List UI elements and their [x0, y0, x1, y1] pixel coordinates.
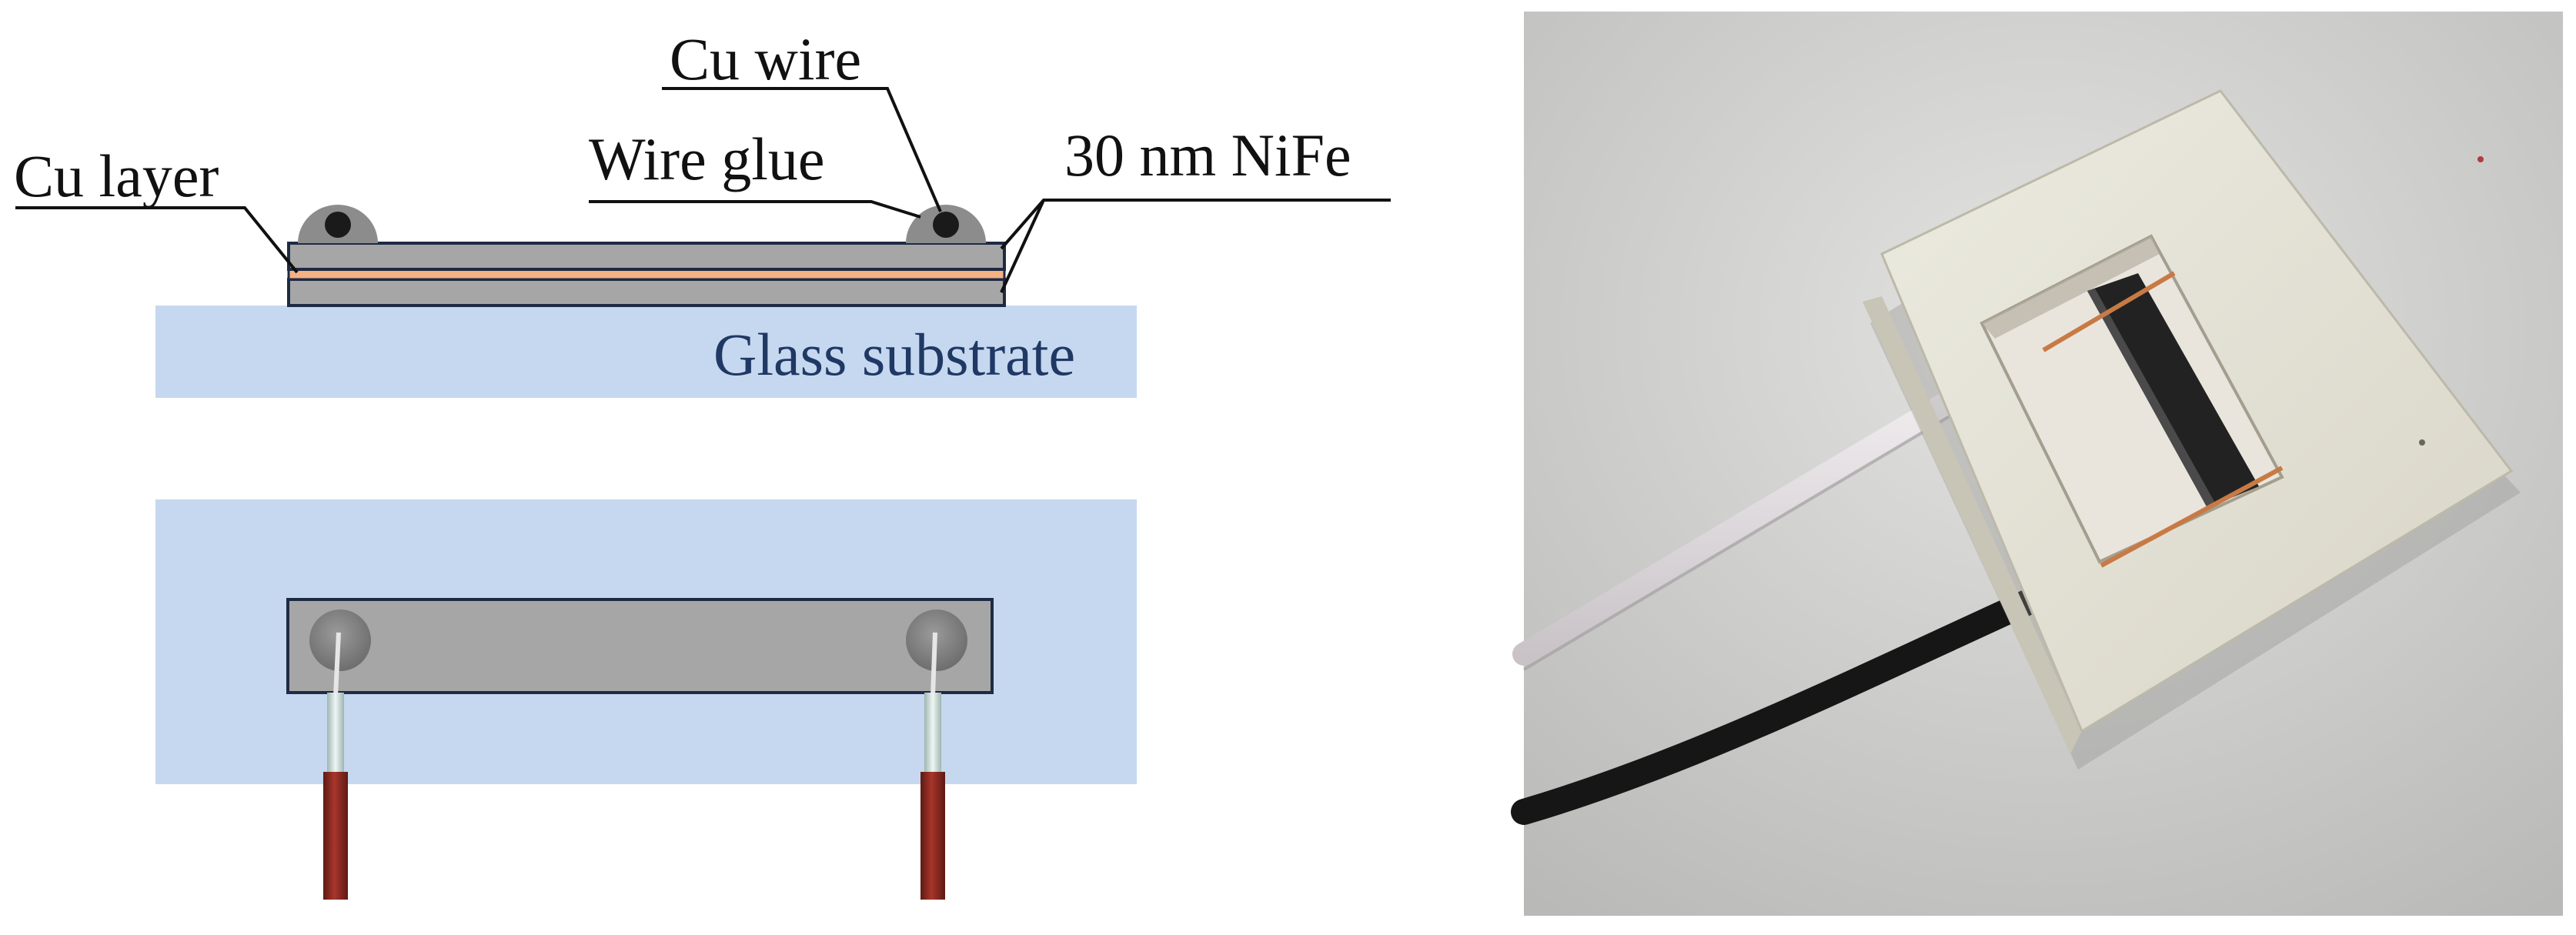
nife-layer-top	[287, 242, 1006, 271]
nife-label: 30 nm NiFe	[1064, 122, 1351, 189]
wire-glue-label: Wire glue	[589, 125, 825, 192]
cu-wire-leader	[662, 87, 942, 212]
cu-wire-right	[933, 212, 959, 238]
lead-wire-left	[323, 772, 348, 900]
holder-mark	[2419, 439, 2425, 446]
bare-wire-left	[333, 632, 341, 696]
nife-leader-top	[1000, 199, 1391, 250]
wire-insulation-left	[327, 693, 344, 773]
black-cable	[1511, 587, 2045, 825]
sensor-strip-highlight	[2087, 289, 2217, 508]
nife-leader-bottom	[1000, 199, 1045, 293]
device-photo	[1511, 12, 2563, 916]
wire-insulation-right	[924, 693, 941, 773]
glass-substrate-side	[155, 306, 1137, 398]
cu-wire-label: Cu wire	[670, 25, 861, 92]
white-cable	[1512, 377, 1982, 666]
leader-lines	[15, 87, 1391, 293]
glass-substrate-label: Glass substrate	[713, 321, 1075, 388]
nife-film-top	[286, 598, 994, 694]
bare-wire-right	[931, 632, 937, 696]
wire-glue-leader	[589, 200, 921, 219]
copper-wire-lower	[2100, 466, 2284, 568]
sensor-strip	[2087, 273, 2259, 508]
cu-layer-leader	[15, 206, 299, 274]
copper-wire-upper	[2042, 271, 2176, 352]
top-view-diagram	[155, 499, 1137, 900]
lead-wire-right	[920, 772, 945, 900]
cross-section-diagram: Glass substrate Cu layer Wire glue Cu wi…	[14, 25, 1391, 398]
cu-wire-left	[325, 212, 351, 238]
window-inner-shadow	[1982, 236, 2160, 339]
cu-layer-label: Cu layer	[14, 142, 219, 209]
white-cable-shadow	[1522, 402, 1972, 671]
photo-speck	[2477, 156, 2484, 162]
holder-side	[1863, 296, 2082, 754]
nife-layer-bottom	[287, 278, 1006, 307]
